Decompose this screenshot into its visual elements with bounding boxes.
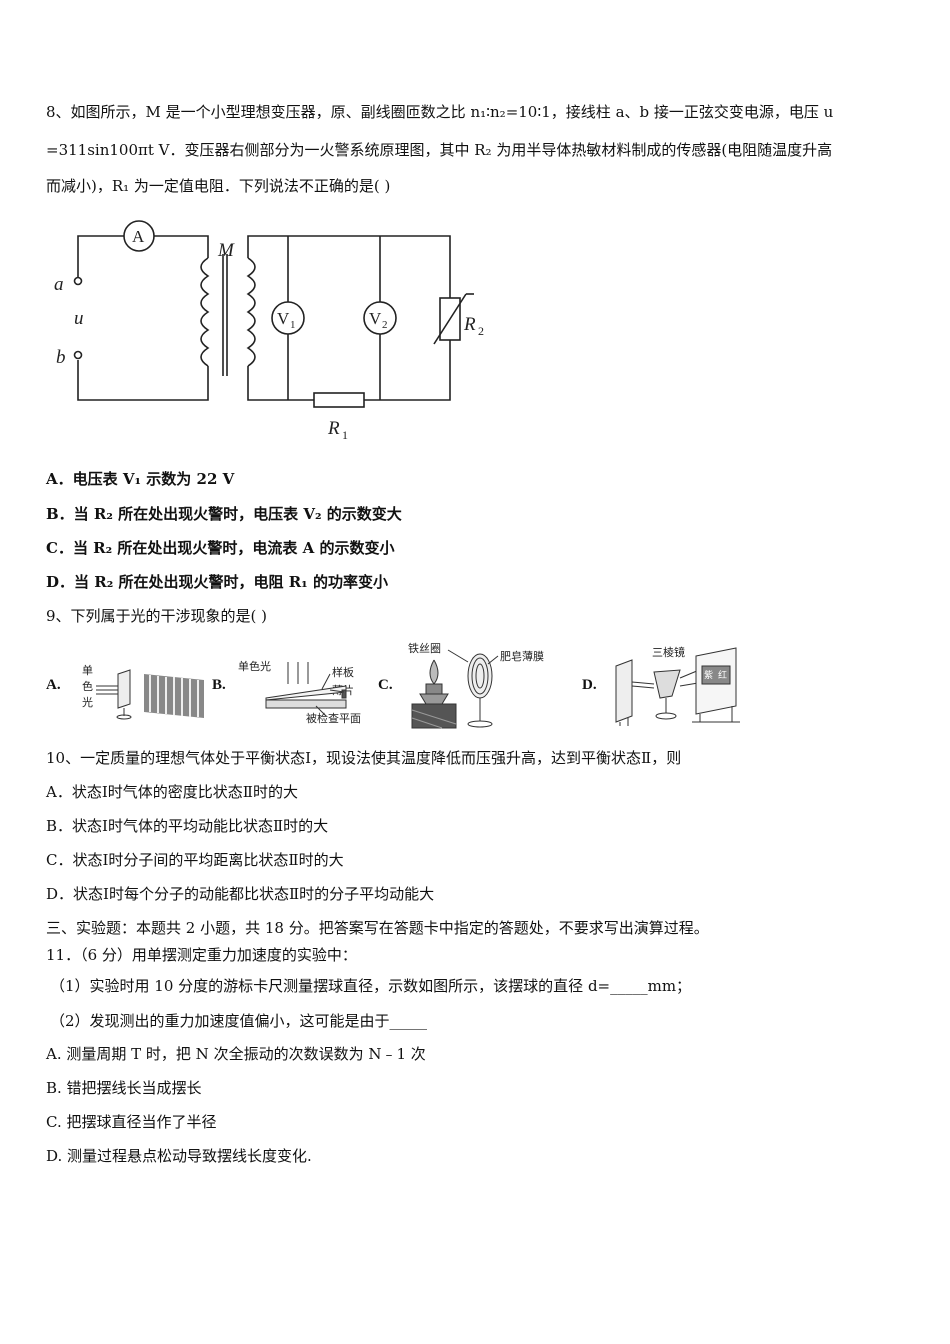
- transformer-m-label: M: [217, 240, 235, 261]
- ammeter-label: A: [132, 227, 145, 246]
- fig-a-text-2: 色: [82, 679, 93, 693]
- q8-circuit-diagram: a u b M A V 1 V 2 R 1 R 2: [54, 220, 484, 442]
- q11-part-1: （1）实验时用 10 分度的游标卡尺测量摆球直径，示数如图所示，该摆球的直径 d…: [50, 977, 692, 995]
- q10-option-b: B．状态Ⅰ时气体的平均动能比状态Ⅱ时的大: [46, 817, 329, 835]
- q8-option-c: C．当 R₂ 所在处出现火警时，电流表 A 的示数变小: [46, 539, 395, 557]
- section-3-heading: 三、实验题：本题共 2 小题，共 18 分。把答案写在答题卡中指定的答题处，不要…: [46, 919, 709, 937]
- q9-figure-a-double-slit: 单 色 光: [82, 664, 204, 720]
- q9-label-d: D.: [582, 677, 597, 693]
- q8-option-b: B．当 R₂ 所在处出现火警时，电压表 V₂ 的示数变大: [46, 505, 402, 523]
- q10-option-a: A．状态Ⅰ时气体的密度比状态Ⅱ时的大: [46, 783, 298, 801]
- q9-figure-b-air-wedge: 单色光 样板 薄片 被检查平面: [238, 659, 361, 725]
- q11-option-d: D. 测量过程悬点松动导致摆线长度变化.: [46, 1147, 312, 1165]
- voltmeter-1-sub: 1: [290, 319, 296, 331]
- fig-a-text-3: 光: [82, 695, 93, 709]
- r2-label: R: [463, 314, 476, 335]
- r2-sub: 2: [478, 324, 484, 338]
- q10-option-d: D．状态Ⅰ时每个分子的动能都比状态Ⅱ时的分子平均动能大: [46, 885, 435, 903]
- q11-option-c: C. 把摆球直径当作了半径: [46, 1113, 217, 1131]
- r1-label: R: [327, 418, 340, 439]
- source-u-label: u: [74, 308, 84, 329]
- fig-c-ring-label: 铁丝圈: [408, 642, 441, 655]
- terminal-b-label: b: [56, 347, 66, 368]
- voltmeter-1-label: V: [277, 309, 290, 328]
- fig-c-film-label: 肥皂薄膜: [500, 649, 544, 663]
- q9-figure-d-prism-dispersion: 三棱镜 紫 红: [615, 645, 740, 726]
- fig-b-plate-label: 样板: [332, 665, 354, 679]
- q11-option-b: B. 错把摆线长当成摆长: [46, 1079, 202, 1097]
- q10-stem: 10、一定质量的理想气体处于平衡状态Ⅰ，现设法使其温度降低而压强升高，达到平衡状…: [46, 749, 682, 767]
- q8-line-1: 8、如图所示，M 是一个小型理想变压器，原、副线圈匝数之比 n₁∶n₂=10∶1…: [46, 103, 834, 121]
- q9-label-c: C.: [378, 677, 393, 693]
- terminal-a-label: a: [54, 274, 64, 295]
- q8-line-3: 而减小)，R₁ 为一定值电阻．下列说法不正确的是( ): [46, 177, 391, 195]
- q8-option-d: D．当 R₂ 所在处出现火警时，电阻 R₁ 的功率变小: [46, 573, 388, 591]
- fig-b-surface-label: 被检查平面: [306, 711, 361, 725]
- fig-b-light-label: 单色光: [238, 659, 271, 673]
- q10-option-c: C．状态Ⅰ时分子间的平均距离比状态Ⅱ时的大: [46, 851, 344, 869]
- q11-stem: 11．（6 分）用单摆测定重力加速度的实验中：: [46, 946, 357, 964]
- q11-part-2: （2）发现测出的重力加速度值偏小，这可能是由于_____: [50, 1012, 428, 1030]
- q11-option-a: A. 测量周期 T 时，把 N 次全振动的次数误数为 N﹣1 次: [46, 1045, 426, 1063]
- fig-d-prism-label: 三棱镜: [652, 645, 685, 659]
- voltmeter-2-sub: 2: [382, 319, 388, 331]
- fig-a-text-1: 单: [82, 664, 93, 677]
- q8-line-2: =311sin100πt V．变压器右侧部分为一火警系统原理图，其中 R₂ 为用…: [46, 141, 833, 159]
- q8-option-a: A．电压表 V₁ 示数为 22 V: [46, 470, 235, 488]
- q9-figure-c-soap-film: 铁丝圈 肥皂薄膜: [408, 642, 544, 729]
- fig-d-violet-label: 紫: [704, 670, 713, 680]
- q9-label-a: A.: [46, 677, 61, 693]
- r1-sub: 1: [342, 428, 348, 442]
- q9-label-b: B.: [212, 677, 226, 693]
- voltmeter-2-label: V: [369, 309, 382, 328]
- q9-stem: 9、下列属于光的干涉现象的是( ): [46, 607, 268, 625]
- fig-d-red-label: 红: [718, 669, 727, 680]
